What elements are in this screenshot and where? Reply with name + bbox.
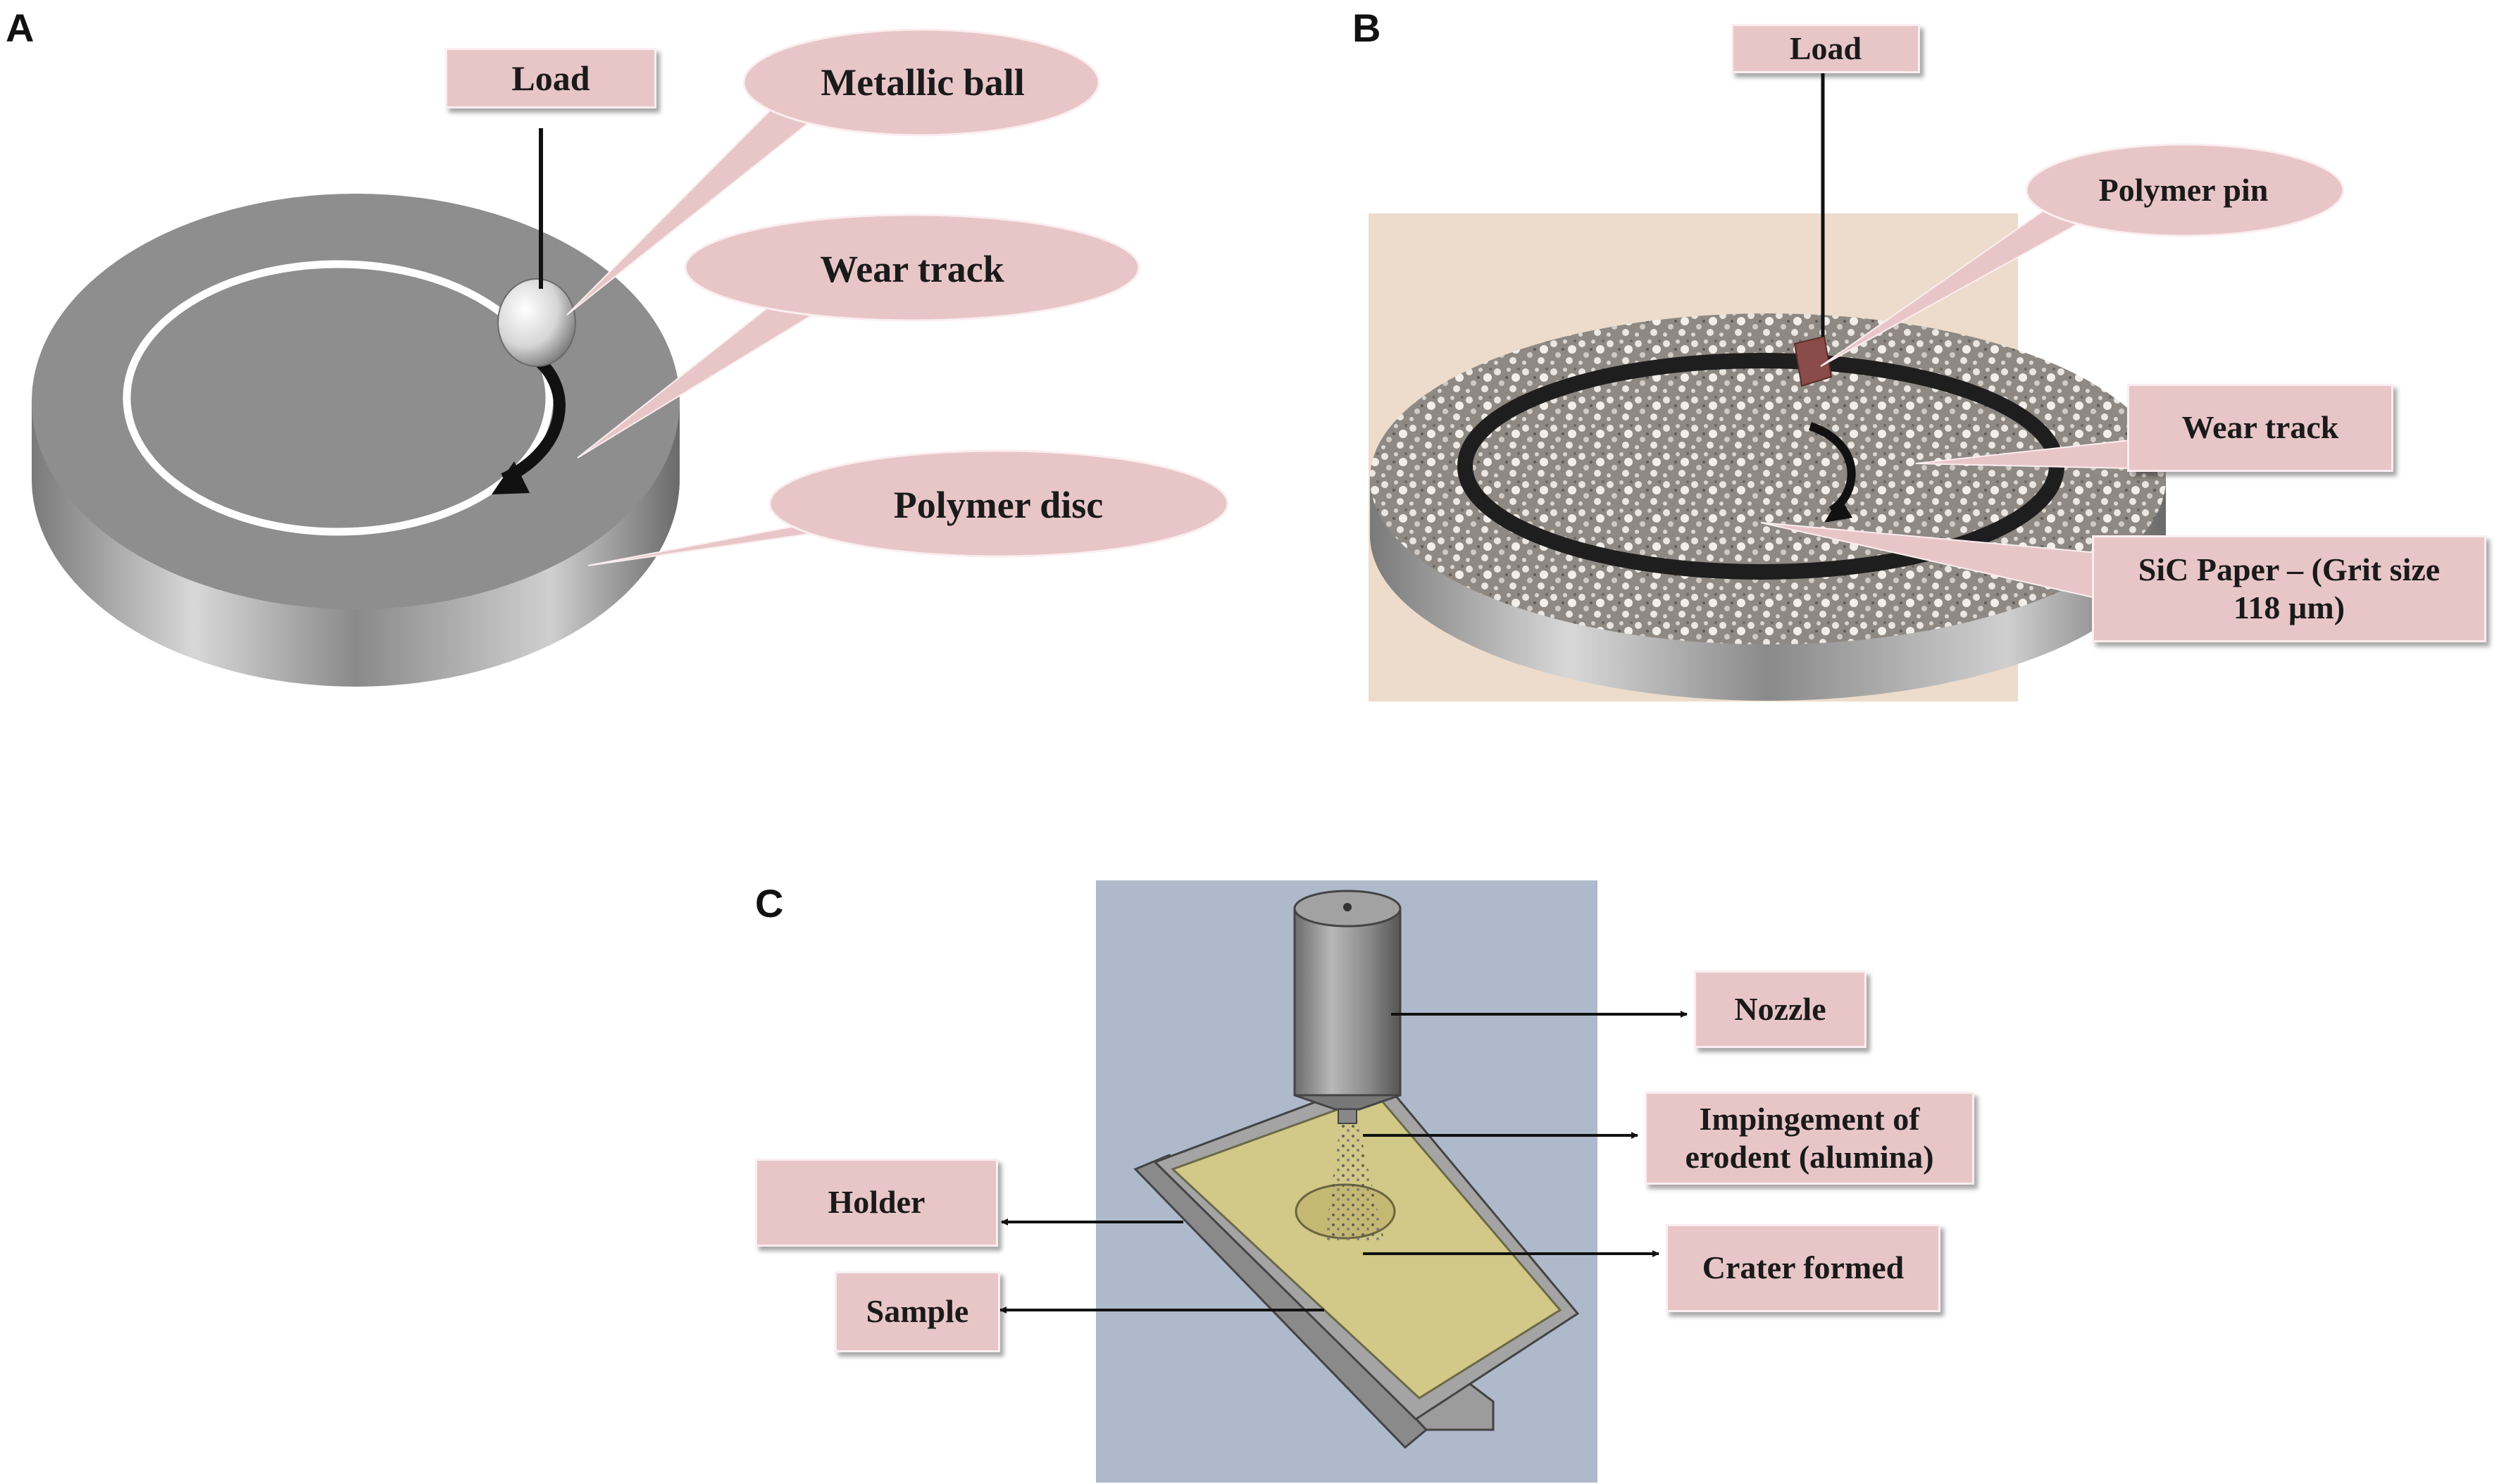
panel-b-artwork [1369,70,2345,702]
panel-c-artwork [999,880,1688,1483]
label-holder: Holder [755,1159,998,1247]
label-impingement-line2: erodent (alumina) [1685,1139,1934,1175]
rotation-arrow [501,350,566,485]
wear-track-ring [123,260,554,536]
panel-letter-c: C [755,881,784,925]
nozzle-tip [1294,1094,1401,1111]
label-polymer-pin: Polymer pin [2098,171,2269,208]
sample-plate [1171,1094,1562,1399]
polymer-pin [1793,335,1833,387]
label-metallic-ball: Metallic ball [821,61,1025,104]
rotation-arrowhead [492,461,530,494]
callout-ellipse-polymer-pin [2025,143,2345,237]
callout-ellipse-wear-track [684,213,1140,322]
label-load-a: Load [445,48,656,108]
label-polymer-disc: Polymer disc [893,483,1104,526]
panel-a-artwork [32,28,1229,687]
label-sample: Sample [835,1271,1000,1352]
label-wear-track-a: Wear track [820,247,1004,290]
erodent-spray [1324,1113,1384,1243]
callout-ellipse-polymer-disc [768,449,1229,558]
panel-letter-b: B [1352,6,1381,50]
metallic-ball [497,278,576,367]
panel-letter-a: A [6,6,35,50]
callout-ellipse-metallic-ball [742,28,1100,137]
label-sic-paper-line2: 118 µm) [2233,590,2345,625]
rotation-arrowhead-b [1824,497,1852,523]
label-impingement-line1: Impingement of [1699,1100,1920,1137]
label-wear-track-b: Wear track [2127,384,2393,472]
nozzle-outlet [1338,1109,1357,1124]
label-impingement: Impingement of erodent (alumina) [1645,1092,1974,1185]
label-load-b: Load [1731,24,1920,73]
nozzle-orifice [1343,903,1352,911]
label-sic-paper-line1: SiC Paper – (Grit size [2138,551,2441,587]
label-sic-paper: SiC Paper – (Grit size 118 µm) [2092,535,2486,642]
nozzle-body [1293,907,1402,1097]
label-crater-formed: Crater formed [1666,1224,1940,1312]
label-nozzle: Nozzle [1694,971,1867,1048]
